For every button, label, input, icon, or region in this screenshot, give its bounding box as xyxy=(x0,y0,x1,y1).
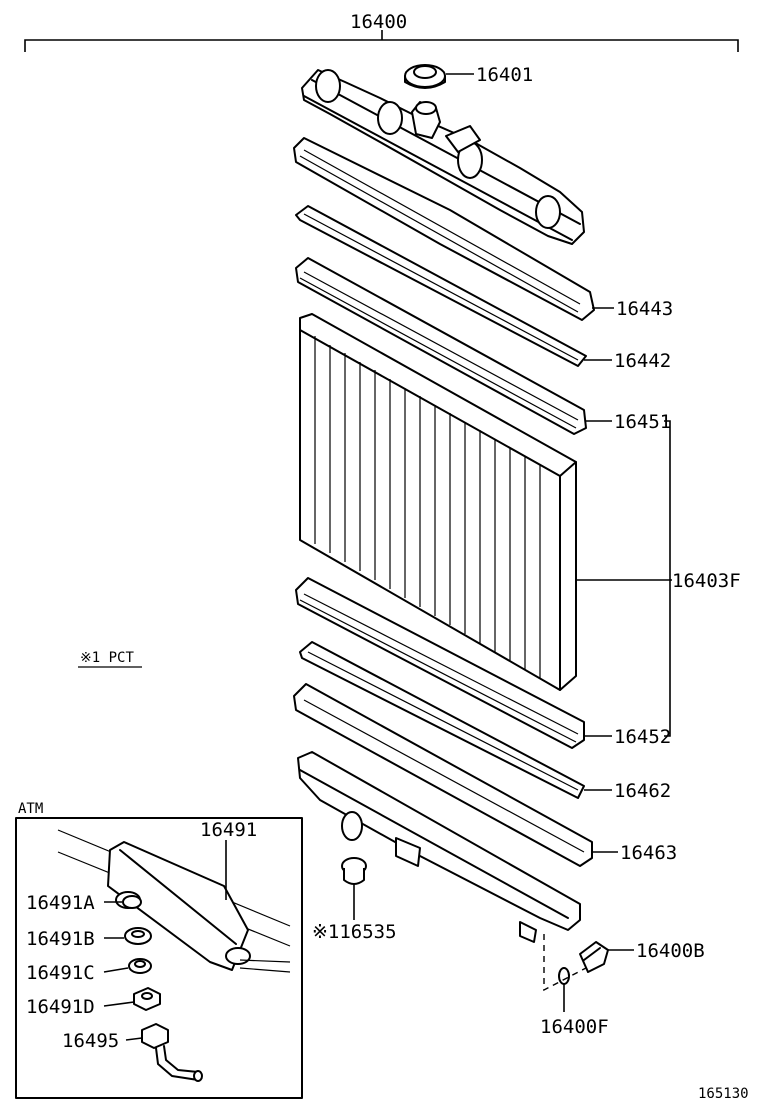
drain-dashed-guide xyxy=(543,934,587,992)
upper-tank-gasket xyxy=(293,137,595,321)
upper-tank xyxy=(301,69,585,245)
lower-tank-gasket xyxy=(293,683,593,867)
label-atm-pipe: 16491 xyxy=(200,819,257,841)
upper-gasket xyxy=(295,205,587,367)
leader-atm-hose xyxy=(125,1037,143,1041)
figure-id: 165130 xyxy=(698,1086,749,1102)
drain-cock xyxy=(579,941,609,973)
label-atm-d: 16491D xyxy=(26,996,95,1018)
atm-hose-fitting xyxy=(141,1023,203,1082)
footnote: ※1 PCT xyxy=(80,650,134,666)
leader-atm-d xyxy=(103,1001,135,1007)
assembly-bracket xyxy=(24,30,739,52)
atm-nut-d xyxy=(133,987,161,1011)
label-atm-hose: 16495 xyxy=(62,1030,119,1052)
lower-plate xyxy=(295,577,585,749)
atm-oil-cooler-pipe xyxy=(57,829,291,973)
label-atm-c: 16491C xyxy=(26,962,95,984)
leader-atm-c xyxy=(103,967,129,973)
upper-plate xyxy=(295,257,587,435)
atm-box-title: ATM xyxy=(18,801,43,817)
core-group-bracket xyxy=(664,420,671,737)
drain-oring xyxy=(558,967,570,985)
atm-ring-c xyxy=(128,958,152,974)
radiator-cap xyxy=(404,64,446,89)
label-upper-plate: 16451 xyxy=(614,411,671,433)
label-upper-tank-gasket: 16443 xyxy=(616,298,673,320)
label-cushion: ※116535 xyxy=(312,921,397,943)
lower-gasket xyxy=(299,641,585,799)
label-assembly: 16400 xyxy=(350,11,407,33)
atm-washer-a xyxy=(122,895,142,909)
label-atm-a: 16491A xyxy=(26,892,95,914)
cushion xyxy=(341,857,367,885)
label-cap: 16401 xyxy=(476,64,533,86)
label-drain-oring: 16400F xyxy=(540,1016,609,1038)
radiator-core xyxy=(299,313,577,691)
label-upper-gasket: 16442 xyxy=(614,350,671,372)
atm-washer-b xyxy=(124,927,152,945)
atm-inset-box xyxy=(15,817,303,1099)
label-lower-tank-gasket: 16463 xyxy=(620,842,677,864)
label-drain-cock: 16400B xyxy=(636,940,705,962)
lower-tank xyxy=(297,751,581,943)
label-lower-plate: 16452 xyxy=(614,726,671,748)
label-core: 16403F xyxy=(672,570,741,592)
label-atm-b: 16491B xyxy=(26,928,95,950)
label-lower-gasket: 16462 xyxy=(614,780,671,802)
